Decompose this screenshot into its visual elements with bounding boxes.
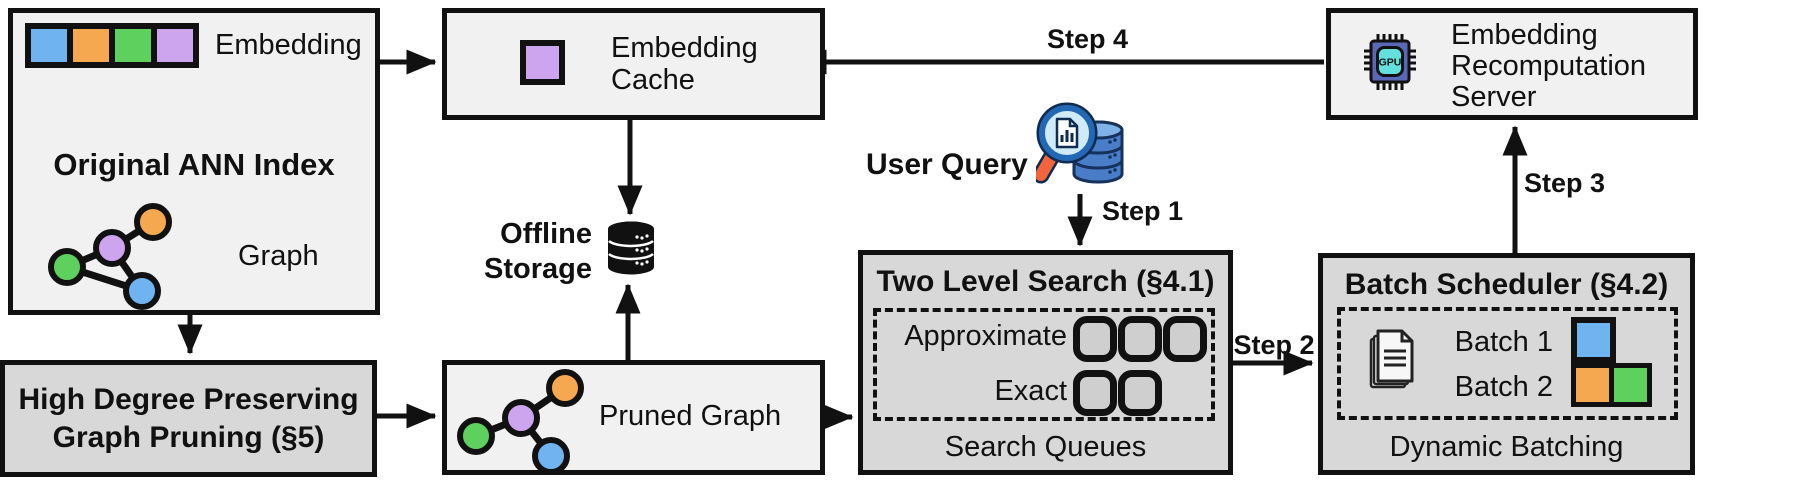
graph-icon — [48, 203, 172, 310]
embedding-chip-green — [115, 29, 151, 62]
batch-2-chip-green — [1614, 368, 1647, 402]
dynamic-batching-label: Dynamic Batching — [1389, 431, 1624, 463]
embedding-vector-icon — [25, 23, 199, 68]
database-icon — [608, 221, 654, 275]
approximate-queue-icons — [1073, 316, 1207, 362]
step-4-label: Step 4 — [1046, 24, 1129, 54]
exact-queue-icons — [1073, 370, 1162, 416]
embedding-chip-blue — [31, 29, 67, 62]
pruning-title-line1: High Degree Preserving — [18, 382, 359, 416]
graph-pruning-box: High Degree Preserving Graph Pruning (§5… — [0, 360, 377, 477]
recomputation-server-box: GPU Embedding Recomputation Server — [1326, 8, 1698, 120]
batch-scheduler-box: Batch Scheduler (§4.2) Batch 1 Batch 2 — [1318, 253, 1695, 475]
pruned-graph-box: Pruned Graph — [442, 360, 825, 475]
embedding-cache-box: Embedding Cache — [442, 8, 825, 120]
pruning-title-line2: Graph Pruning (§5) — [52, 420, 325, 454]
step-1-label: Step 1 — [1102, 196, 1184, 226]
embedding-cache-label: Embedding Cache — [611, 32, 758, 96]
original-ann-index-box: Embedding Original ANN Index Graph — [8, 8, 380, 315]
search-queues-panel: Approximate Exact — [873, 308, 1215, 421]
queue-slot — [1073, 316, 1117, 362]
batch-2-chips — [1571, 363, 1652, 407]
step-3-label: Step 3 — [1524, 168, 1606, 198]
dynamic-batching-panel: Batch 1 Batch 2 — [1337, 307, 1678, 420]
batch-2-label: Batch 2 — [1454, 371, 1553, 403]
user-query-icon — [1036, 102, 1124, 184]
pruned-graph-label: Pruned Graph — [599, 400, 782, 432]
approximate-label: Approximate — [904, 320, 1067, 352]
graph-label: Graph — [238, 240, 319, 272]
queue-slot — [1163, 316, 1207, 362]
original-index-title: Original ANN Index — [53, 147, 335, 182]
queue-slot — [1118, 316, 1162, 362]
batch-1-chip-blue — [1571, 317, 1616, 363]
search-queues-label: Search Queues — [944, 431, 1147, 463]
two-level-search-title: Two Level Search (§4.1) — [876, 265, 1215, 298]
queue-slot — [1118, 370, 1162, 416]
embedding-chip-orange — [73, 29, 109, 62]
exact-label: Exact — [994, 375, 1067, 407]
pruned-graph-icon — [457, 369, 584, 475]
user-query-label: User Query — [866, 148, 1028, 181]
cached-embedding-chip — [520, 40, 565, 85]
embedding-label: Embedding — [215, 29, 362, 61]
batch-scheduler-title: Batch Scheduler (§4.2) — [1344, 268, 1669, 301]
batch-2-chip-orange — [1576, 368, 1609, 402]
batch-1-label: Batch 1 — [1454, 326, 1553, 358]
documents-icon — [1369, 329, 1414, 389]
recomputation-server-label: Embedding Recomputation Server — [1451, 19, 1647, 113]
queue-slot — [1073, 370, 1117, 416]
step-2-label: Step 2 — [1233, 330, 1315, 360]
embedding-chip-purple — [157, 29, 193, 62]
gpu-icon-label: GPU — [1379, 57, 1402, 69]
gpu-icon: GPU — [1364, 34, 1416, 90]
two-level-search-box: Two Level Search (§4.1) Approximate Exac… — [858, 250, 1233, 475]
offline-storage-label: Offline Storage — [484, 218, 592, 285]
